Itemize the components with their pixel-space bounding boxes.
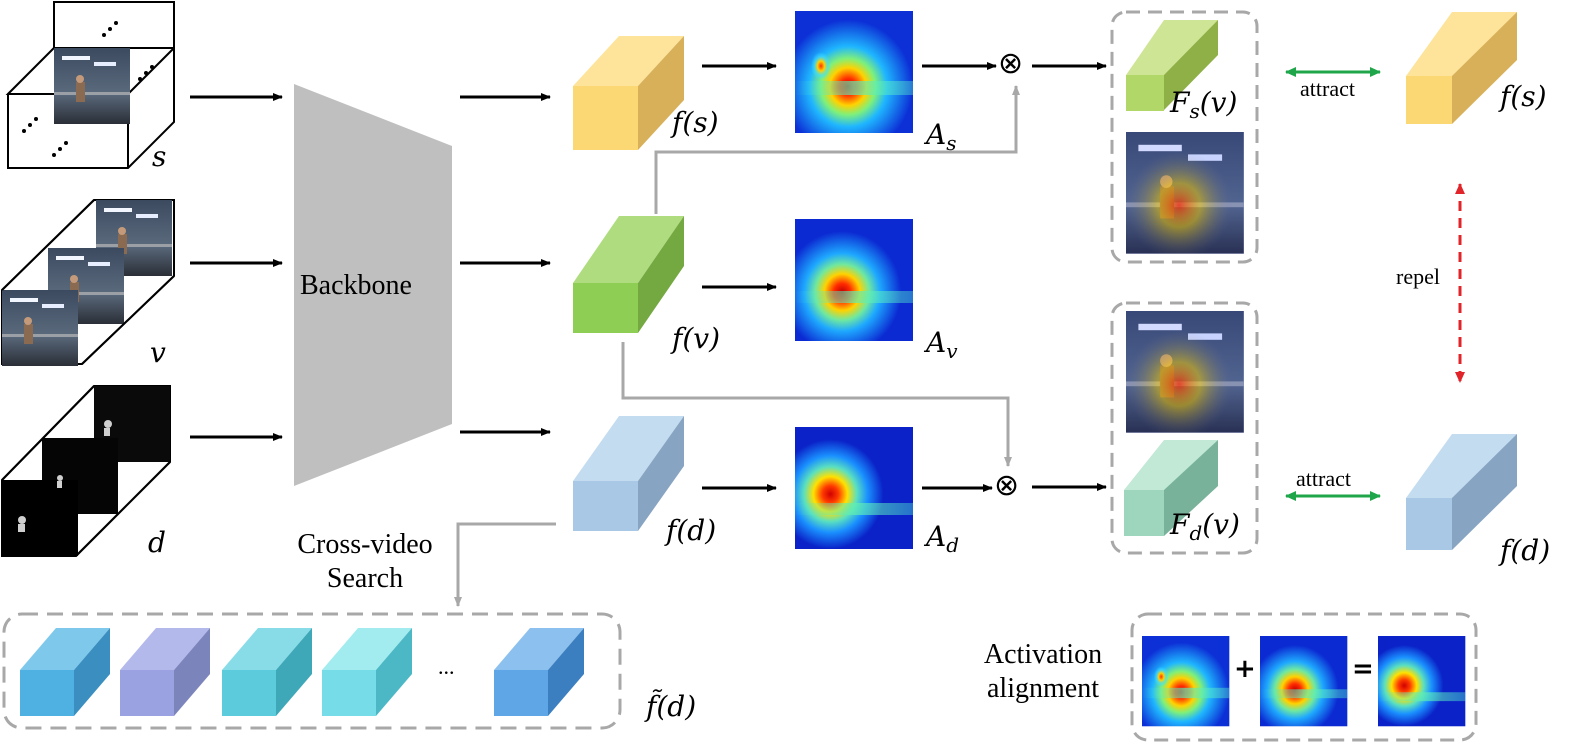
feature-label-d: f(d) — [666, 514, 717, 547]
attract-label-bottom: attract — [1296, 466, 1351, 491]
alignment-map-c — [1378, 636, 1466, 727]
fused-group-skeleton-box — [1110, 10, 1259, 264]
bank-ellipsis: ... — [438, 654, 455, 679]
bank-label: f̃(d) — [646, 690, 697, 723]
rgb-feature-connectors — [621, 85, 1020, 467]
fused-block-skeleton — [1126, 20, 1218, 111]
feature-label-v: f(v) — [672, 322, 721, 355]
alignment-map-a — [1142, 636, 1230, 727]
multiply-operator-top: ⊗ — [998, 46, 1024, 81]
attention-map-skeleton — [795, 11, 913, 133]
depth-cube-edges — [1, 385, 171, 557]
bank-block-3 — [222, 628, 312, 716]
target-label-skeleton: f(s) — [1500, 80, 1547, 113]
rgb-frame-image-3 — [2, 290, 78, 366]
input-label-s: s — [152, 140, 167, 173]
multiply-to-fused-arrows — [1032, 62, 1107, 491]
fused-group-depth-box — [1110, 301, 1259, 555]
bank-block-1 — [20, 628, 110, 716]
feature-to-attention-arrows — [702, 62, 777, 492]
backbone-arrows — [460, 93, 551, 436]
attention-label-d: Ad — [926, 520, 960, 557]
bank-block-2 — [120, 628, 210, 716]
attention-label-s: As — [926, 118, 957, 155]
attention-map-depth — [795, 427, 913, 549]
feature-block-rgb — [573, 216, 684, 333]
attention-to-multiply-arrows — [922, 62, 997, 492]
alignment-map-b — [1260, 636, 1348, 727]
fused-overlay-depth — [1126, 311, 1244, 433]
bank-block-4 — [322, 628, 412, 716]
feature-bank-box — [2, 612, 622, 730]
feature-block-skeleton — [573, 36, 684, 150]
fused-label-depth: Fd(v) — [1170, 508, 1240, 545]
input-arrows — [190, 93, 283, 441]
multiply-operator-bottom: ⊗ — [994, 468, 1020, 503]
attention-label-v: Av — [926, 326, 958, 363]
bank-block-5 — [494, 628, 584, 716]
target-label-depth: f(d) — [1500, 534, 1551, 567]
input-label-d: d — [148, 526, 166, 559]
alignment-plus: + — [1234, 654, 1256, 684]
search-connector — [454, 522, 556, 607]
repel-label: repel — [1396, 264, 1440, 289]
rgb-cube-edges — [1, 199, 175, 365]
fused-overlay-skeleton — [1126, 132, 1244, 254]
feature-block-depth — [573, 416, 684, 531]
depth-silhouettes — [18, 420, 112, 532]
alignment-equals: = — [1352, 654, 1374, 684]
target-block-depth — [1406, 434, 1517, 550]
fused-block-depth — [1124, 440, 1218, 536]
target-block-skeleton — [1406, 12, 1517, 124]
attention-map-rgb — [795, 219, 913, 341]
depth-frame-image-3 — [2, 480, 78, 556]
input-label-v: v — [150, 336, 166, 369]
skeleton-frame-image — [54, 48, 130, 124]
alignment-box — [1130, 612, 1478, 742]
backbone-trapezoid — [294, 84, 452, 486]
feature-label-s: f(s) — [672, 106, 719, 139]
attract-label-top: attract — [1300, 76, 1355, 101]
skeleton-dots — [22, 21, 154, 157]
backbone-label: Backbone — [300, 270, 412, 301]
fused-label-skeleton: Fs(v) — [1170, 86, 1238, 123]
